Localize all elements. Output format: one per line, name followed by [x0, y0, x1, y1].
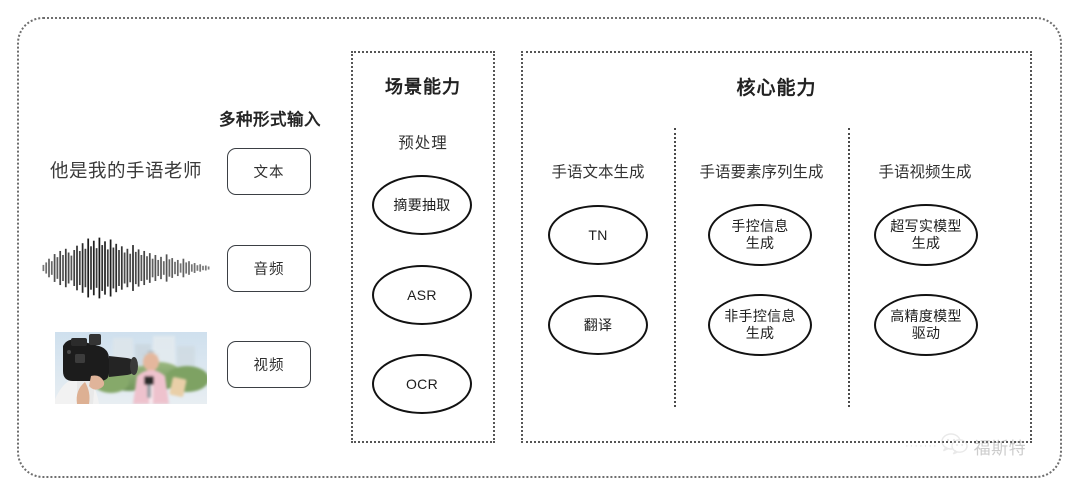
input-chip-video[interactable]: 视频	[227, 341, 311, 388]
node-asr[interactable]: ASR	[372, 265, 472, 325]
node-label-line1: 高精度模型	[890, 308, 962, 325]
sample-sentence-text: 他是我的手语老师	[49, 160, 202, 181]
video-thumbnail-image	[55, 332, 207, 404]
node-label-stack: 超写实模型 生成	[890, 218, 962, 251]
node-label-stack: 高精度模型 驱动	[890, 308, 962, 341]
node-label-line1: 手控信息	[731, 218, 789, 235]
node-label-line1: 非手控信息	[724, 308, 796, 325]
watermark-dots: ·······	[905, 440, 938, 452]
core-column-divider-1	[674, 128, 676, 407]
scene-capability-title: 场景能力	[385, 77, 461, 97]
diagram-outer-frame	[17, 17, 1062, 478]
core-column-title-sign-text-generation: 手语文本生成	[551, 164, 645, 181]
node-label-line2: 驱动	[911, 325, 941, 341]
scene-capability-subtitle: 预处理	[398, 135, 448, 152]
node-label-line2: 生成	[911, 235, 941, 251]
node-label-stack: 手控信息 生成	[731, 218, 788, 251]
node-label: TN	[588, 226, 608, 243]
core-capability-title: 核心能力	[736, 78, 817, 99]
node-tn[interactable]: TN	[548, 205, 648, 265]
core-column-title-sign-video-generation: 手语视频生成	[878, 164, 972, 181]
wechat-icon	[940, 432, 970, 461]
node-translation[interactable]: 翻译	[548, 295, 648, 355]
node-label: OCR	[405, 375, 438, 392]
node-label-line2: 生成	[745, 235, 775, 251]
core-column-divider-2	[848, 128, 850, 407]
node-label-line1: 超写实模型	[890, 218, 962, 235]
scene-capability-panel: 场景能力 预处理	[351, 51, 495, 443]
node-summary-extraction[interactable]: 摘要抽取	[372, 175, 472, 235]
input-section-heading: 多种形式输入	[219, 111, 321, 129]
node-manual-feature-generation[interactable]: 手控信息 生成	[708, 204, 812, 266]
core-capability-panel: 核心能力	[521, 51, 1032, 443]
node-label-stack: 非手控信息 生成	[724, 308, 796, 341]
input-chip-text[interactable]: 文本	[227, 148, 311, 195]
watermark: ······· 福斯特	[905, 428, 1055, 464]
node-nonmanual-feature-generation[interactable]: 非手控信息 生成	[708, 294, 812, 356]
node-label-line2: 生成	[745, 325, 775, 341]
node-label: ASR	[407, 286, 437, 303]
node-label: 摘要抽取	[393, 196, 451, 213]
node-label: 翻译	[583, 316, 613, 333]
watermark-text: 福斯特	[973, 438, 1027, 458]
node-hyperrealistic-model-generation[interactable]: 超写实模型 生成	[874, 204, 978, 266]
audio-waveform-icon	[42, 236, 210, 300]
node-ocr[interactable]: OCR	[372, 354, 472, 414]
input-chip-audio[interactable]: 音频	[227, 245, 311, 292]
node-high-precision-model-driving[interactable]: 高精度模型 驱动	[874, 294, 978, 356]
core-column-title-sign-element-sequence-generation: 手语要素序列生成	[699, 164, 824, 181]
